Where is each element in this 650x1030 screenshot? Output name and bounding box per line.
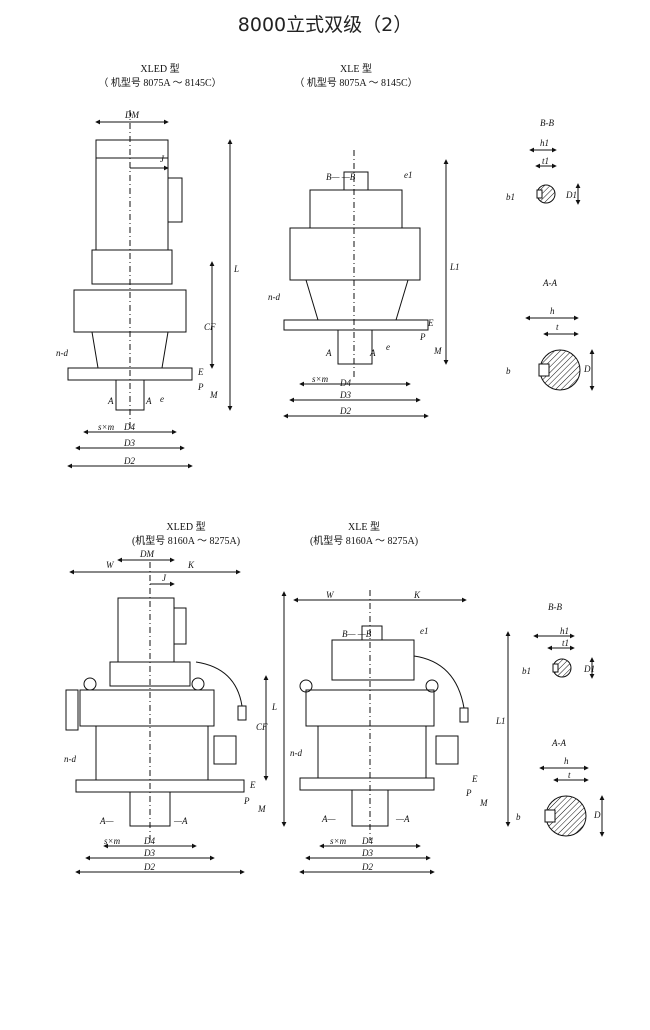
dim-d1: D1 xyxy=(583,664,595,674)
dim-nd: n-d xyxy=(268,292,280,302)
section-bb-marker: B— —B xyxy=(342,629,372,639)
dim-k: K xyxy=(187,560,195,570)
dim-nd: n-d xyxy=(290,748,302,758)
section-bb-title: B-B xyxy=(548,602,562,612)
section-a-left: A xyxy=(107,396,114,406)
dim-d4: D4 xyxy=(361,836,373,846)
dim-cf: CF xyxy=(256,722,268,732)
dim-dm: DM xyxy=(124,110,139,120)
model-label: XLED 型 xyxy=(166,520,205,533)
dim-e: E xyxy=(427,318,434,328)
dim-d2: D2 xyxy=(123,456,135,466)
dim-m: M xyxy=(209,390,218,400)
dim-m: M xyxy=(433,346,442,356)
model-range-label: (机型号 8160A ～ 8275A) xyxy=(132,534,240,547)
dim-e-small: e xyxy=(386,342,390,352)
dim-sxm: s×m xyxy=(330,836,347,846)
dim-d3: D3 xyxy=(143,848,155,858)
dim-b1: b1 xyxy=(506,192,515,202)
model-range-label: (机型号 8160A ～ 8275A) xyxy=(310,534,418,547)
dim-e: E xyxy=(249,780,256,790)
dim-sxm: s×m xyxy=(98,422,115,432)
shaft-sections-bottom: B-B h1 t1 b1 D1 A-A h t b D xyxy=(516,602,605,837)
xled-small-diagram: XLED 型 （ 机型号 8075A ～ 8145C） DM J L CF E … xyxy=(56,62,239,469)
model-label: XLE 型 xyxy=(340,62,372,75)
section-a-left: A xyxy=(325,348,332,358)
dim-d3: D3 xyxy=(361,848,373,858)
dim-d4: D4 xyxy=(123,422,135,432)
model-range-label: （ 机型号 8075A ～ 8145C） xyxy=(98,76,221,89)
dim-j: J xyxy=(160,154,165,164)
dim-e-small: e xyxy=(160,394,164,404)
dim-l: L xyxy=(271,702,277,712)
dim-l1: L1 xyxy=(495,716,506,726)
dim-e1: e1 xyxy=(404,170,413,180)
dim-j: J xyxy=(162,573,167,583)
dim-h: h xyxy=(550,306,555,316)
dim-t: t xyxy=(556,322,559,332)
dim-e: E xyxy=(197,367,204,377)
dim-d: D xyxy=(593,810,601,820)
dim-cf: CF xyxy=(204,322,216,332)
dim-p: P xyxy=(419,332,426,342)
xled-large-diagram: XLED 型 (机型号 8160A ～ 8275A) W DM J K L CF xyxy=(64,520,287,875)
xle-small-diagram: XLE 型 （ 机型号 8075A ～ 8145C） B— —B e1 L1 n… xyxy=(268,62,460,419)
section-bb-title: B-B xyxy=(540,118,554,128)
section-aa-title: A-A xyxy=(551,738,566,748)
dim-h: h xyxy=(564,756,569,766)
dim-d2: D2 xyxy=(339,406,351,416)
dim-l: L xyxy=(233,264,239,274)
shaft-sections-top: B-B h1 t1 b1 D1 A-A h t b D xyxy=(506,118,595,391)
dim-b: b xyxy=(506,366,511,376)
dim-p: P xyxy=(197,382,204,392)
section-a-right: —A xyxy=(395,814,410,824)
dim-p: P xyxy=(243,796,250,806)
dim-h1: h1 xyxy=(540,138,549,148)
dim-l1: L1 xyxy=(449,262,460,272)
model-range-label: （ 机型号 8075A ～ 8145C） xyxy=(294,76,417,89)
dim-d4: D4 xyxy=(339,378,351,388)
section-a-right: A xyxy=(369,348,376,358)
dim-k: K xyxy=(413,590,421,600)
section-a-left: A— xyxy=(321,814,336,824)
dim-d3: D3 xyxy=(123,438,135,448)
dim-p: P xyxy=(465,788,472,798)
page-title: 8000立式双级（2） xyxy=(237,14,413,36)
dim-t1: t1 xyxy=(542,156,549,166)
model-label: XLE 型 xyxy=(348,520,380,533)
dim-h1: h1 xyxy=(560,626,569,636)
section-a-right: —A xyxy=(173,816,188,826)
dim-t: t xyxy=(568,770,571,780)
model-label: XLED 型 xyxy=(140,62,179,75)
dim-d2: D2 xyxy=(143,862,155,872)
dim-d4: D4 xyxy=(143,836,155,846)
dim-m: M xyxy=(479,798,488,808)
xle-large-diagram: XLE 型 (机型号 8160A ～ 8275A) W K B— —B e1 L… xyxy=(290,520,511,875)
dim-w: W xyxy=(326,590,335,600)
section-aa-title: A-A xyxy=(542,278,557,288)
section-a-right: A xyxy=(145,396,152,406)
dim-nd: n-d xyxy=(56,348,68,358)
dim-e1: e1 xyxy=(420,626,429,636)
dim-b: b xyxy=(516,812,521,822)
dim-d2: D2 xyxy=(361,862,373,872)
dim-d3: D3 xyxy=(339,390,351,400)
dim-m: M xyxy=(257,804,266,814)
dim-t1: t1 xyxy=(562,638,569,648)
dim-b1: b1 xyxy=(522,666,531,676)
dim-e: E xyxy=(471,774,478,784)
dim-sxm: s×m xyxy=(312,374,329,384)
section-a-left: A— xyxy=(99,816,114,826)
dim-d1: D1 xyxy=(565,190,577,200)
dim-dm: DM xyxy=(139,549,154,559)
section-bb-marker: B— —B xyxy=(326,172,356,182)
dim-d: D xyxy=(583,364,591,374)
dim-sxm: s×m xyxy=(104,836,121,846)
dim-nd: n-d xyxy=(64,754,76,764)
dim-w: W xyxy=(106,560,115,570)
